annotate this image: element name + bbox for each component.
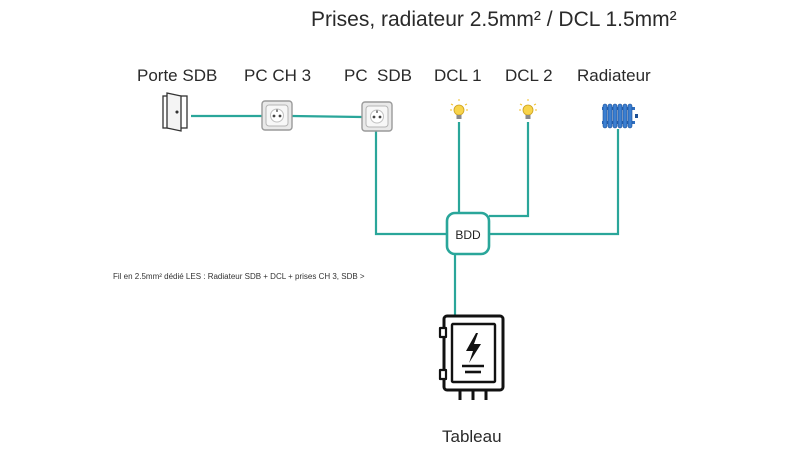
diagram-title: Prises, radiateur 2.5mm² / DCL 1.5mm²	[311, 8, 677, 31]
label-porte-sdb: Porte SDB	[137, 66, 218, 85]
wire-dcl2-to-bdd	[489, 122, 530, 218]
radiator-icon	[602, 103, 638, 129]
wires	[191, 114, 620, 322]
bdd-junction-box: BDD	[445, 211, 491, 256]
label-pc-ch3: PC CH 3	[244, 66, 312, 85]
electrical-panel-icon	[438, 314, 505, 400]
label-dcl1: DCL 1	[434, 66, 482, 85]
lightbulb-icon-dcl1	[450, 99, 468, 119]
wire-note: Fil en 2.5mm² dédié LES : Radiateur SDB …	[113, 272, 365, 281]
wire-pc-sdb-to-bdd	[374, 131, 447, 236]
socket-icon-pc-ch3	[261, 100, 293, 131]
bdd-label: BDD	[455, 228, 481, 242]
lightbulb-icon-dcl2	[519, 99, 537, 119]
socket-icon-pc-sdb	[361, 101, 393, 132]
wire-pc-ch3-to-pc-sdb	[291, 114, 363, 119]
wire-radiateur-to-bdd	[489, 129, 620, 236]
door-icon	[162, 92, 188, 132]
label-radiateur: Radiateur	[577, 66, 651, 85]
label-pc-sdb: PC SDB	[344, 66, 413, 85]
label-dcl2: DCL 2	[505, 66, 553, 85]
label-tableau: Tableau	[442, 427, 502, 446]
